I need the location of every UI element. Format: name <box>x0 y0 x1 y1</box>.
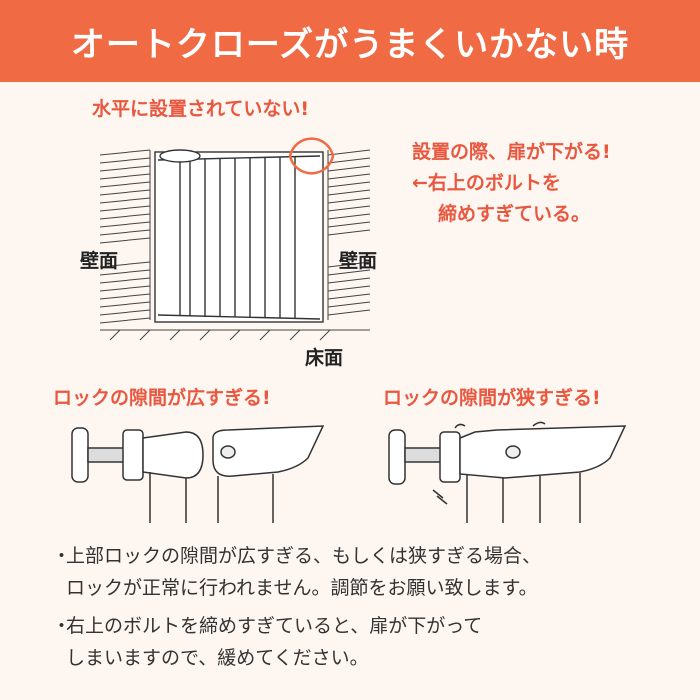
door-drop-line2: ←右上のボルトを <box>412 172 561 194</box>
bullet-text: 右上のボルトを締めすぎていると、扉が下がって しまいますので、緩めてください。 <box>66 615 483 669</box>
lock-gap-narrow-illustration <box>388 421 627 523</box>
right-wall-hatch <box>327 149 371 320</box>
list-item: ・ 上部ロックの隙間が広すぎる、もしくは狭すぎる場合、 ロックが正常に行われませ… <box>52 540 692 604</box>
lock-gap-wide-illustration <box>71 425 325 523</box>
floor-label: 床面 <box>305 347 344 369</box>
lock-closed-head <box>459 425 627 479</box>
lock-gap-wide-title: ロックの隙間が広すぎる! <box>53 387 271 409</box>
left-wall-label: 壁面 <box>80 250 119 272</box>
bullet-mark: ・ <box>52 615 72 637</box>
instruction-list: ・ 上部ロックの隙間が広すぎる、もしくは狭すぎる場合、 ロックが正常に行われませ… <box>52 540 692 680</box>
bolt-highlight <box>288 137 335 175</box>
lock-left-cap <box>142 431 204 479</box>
bolt-knob-right <box>388 429 406 485</box>
gate-illustration <box>99 137 371 341</box>
gate-frame <box>154 149 324 323</box>
bolt-knob-left <box>71 427 89 483</box>
bullet-text: 上部ロックの隙間が広すぎる、もしくは狭すぎる場合、 ロックが正常に行われません。… <box>66 545 542 599</box>
right-wall-label: 壁面 <box>339 250 378 272</box>
door-drop-line1: 設置の際、扉が下がる! <box>412 141 611 163</box>
floor-hatch <box>100 329 370 341</box>
door-drop-note: 設置の際、扉が下がる! ←右上のボルトを 締めすぎている。 <box>412 137 611 230</box>
lock-gap-narrow-title: ロックの隙間が狭すぎる! <box>383 387 601 409</box>
page-title: オートクローズがうまくいかない時 <box>70 24 630 65</box>
list-item: ・ 右上のボルトを締めすぎていると、扉が下がって しまいますので、緩めてください… <box>52 610 692 674</box>
not-level-note: 水平に設置されていない! <box>92 98 310 120</box>
lock-right-head <box>212 425 325 477</box>
door-drop-line3: 締めすぎている。 <box>438 203 591 225</box>
left-wall-hatch <box>99 149 151 324</box>
bullet-mark: ・ <box>52 545 72 567</box>
bolt-nut <box>122 429 144 481</box>
bolt-screw <box>87 447 129 463</box>
page-header: オートクローズがうまくいかない時 <box>0 0 700 82</box>
